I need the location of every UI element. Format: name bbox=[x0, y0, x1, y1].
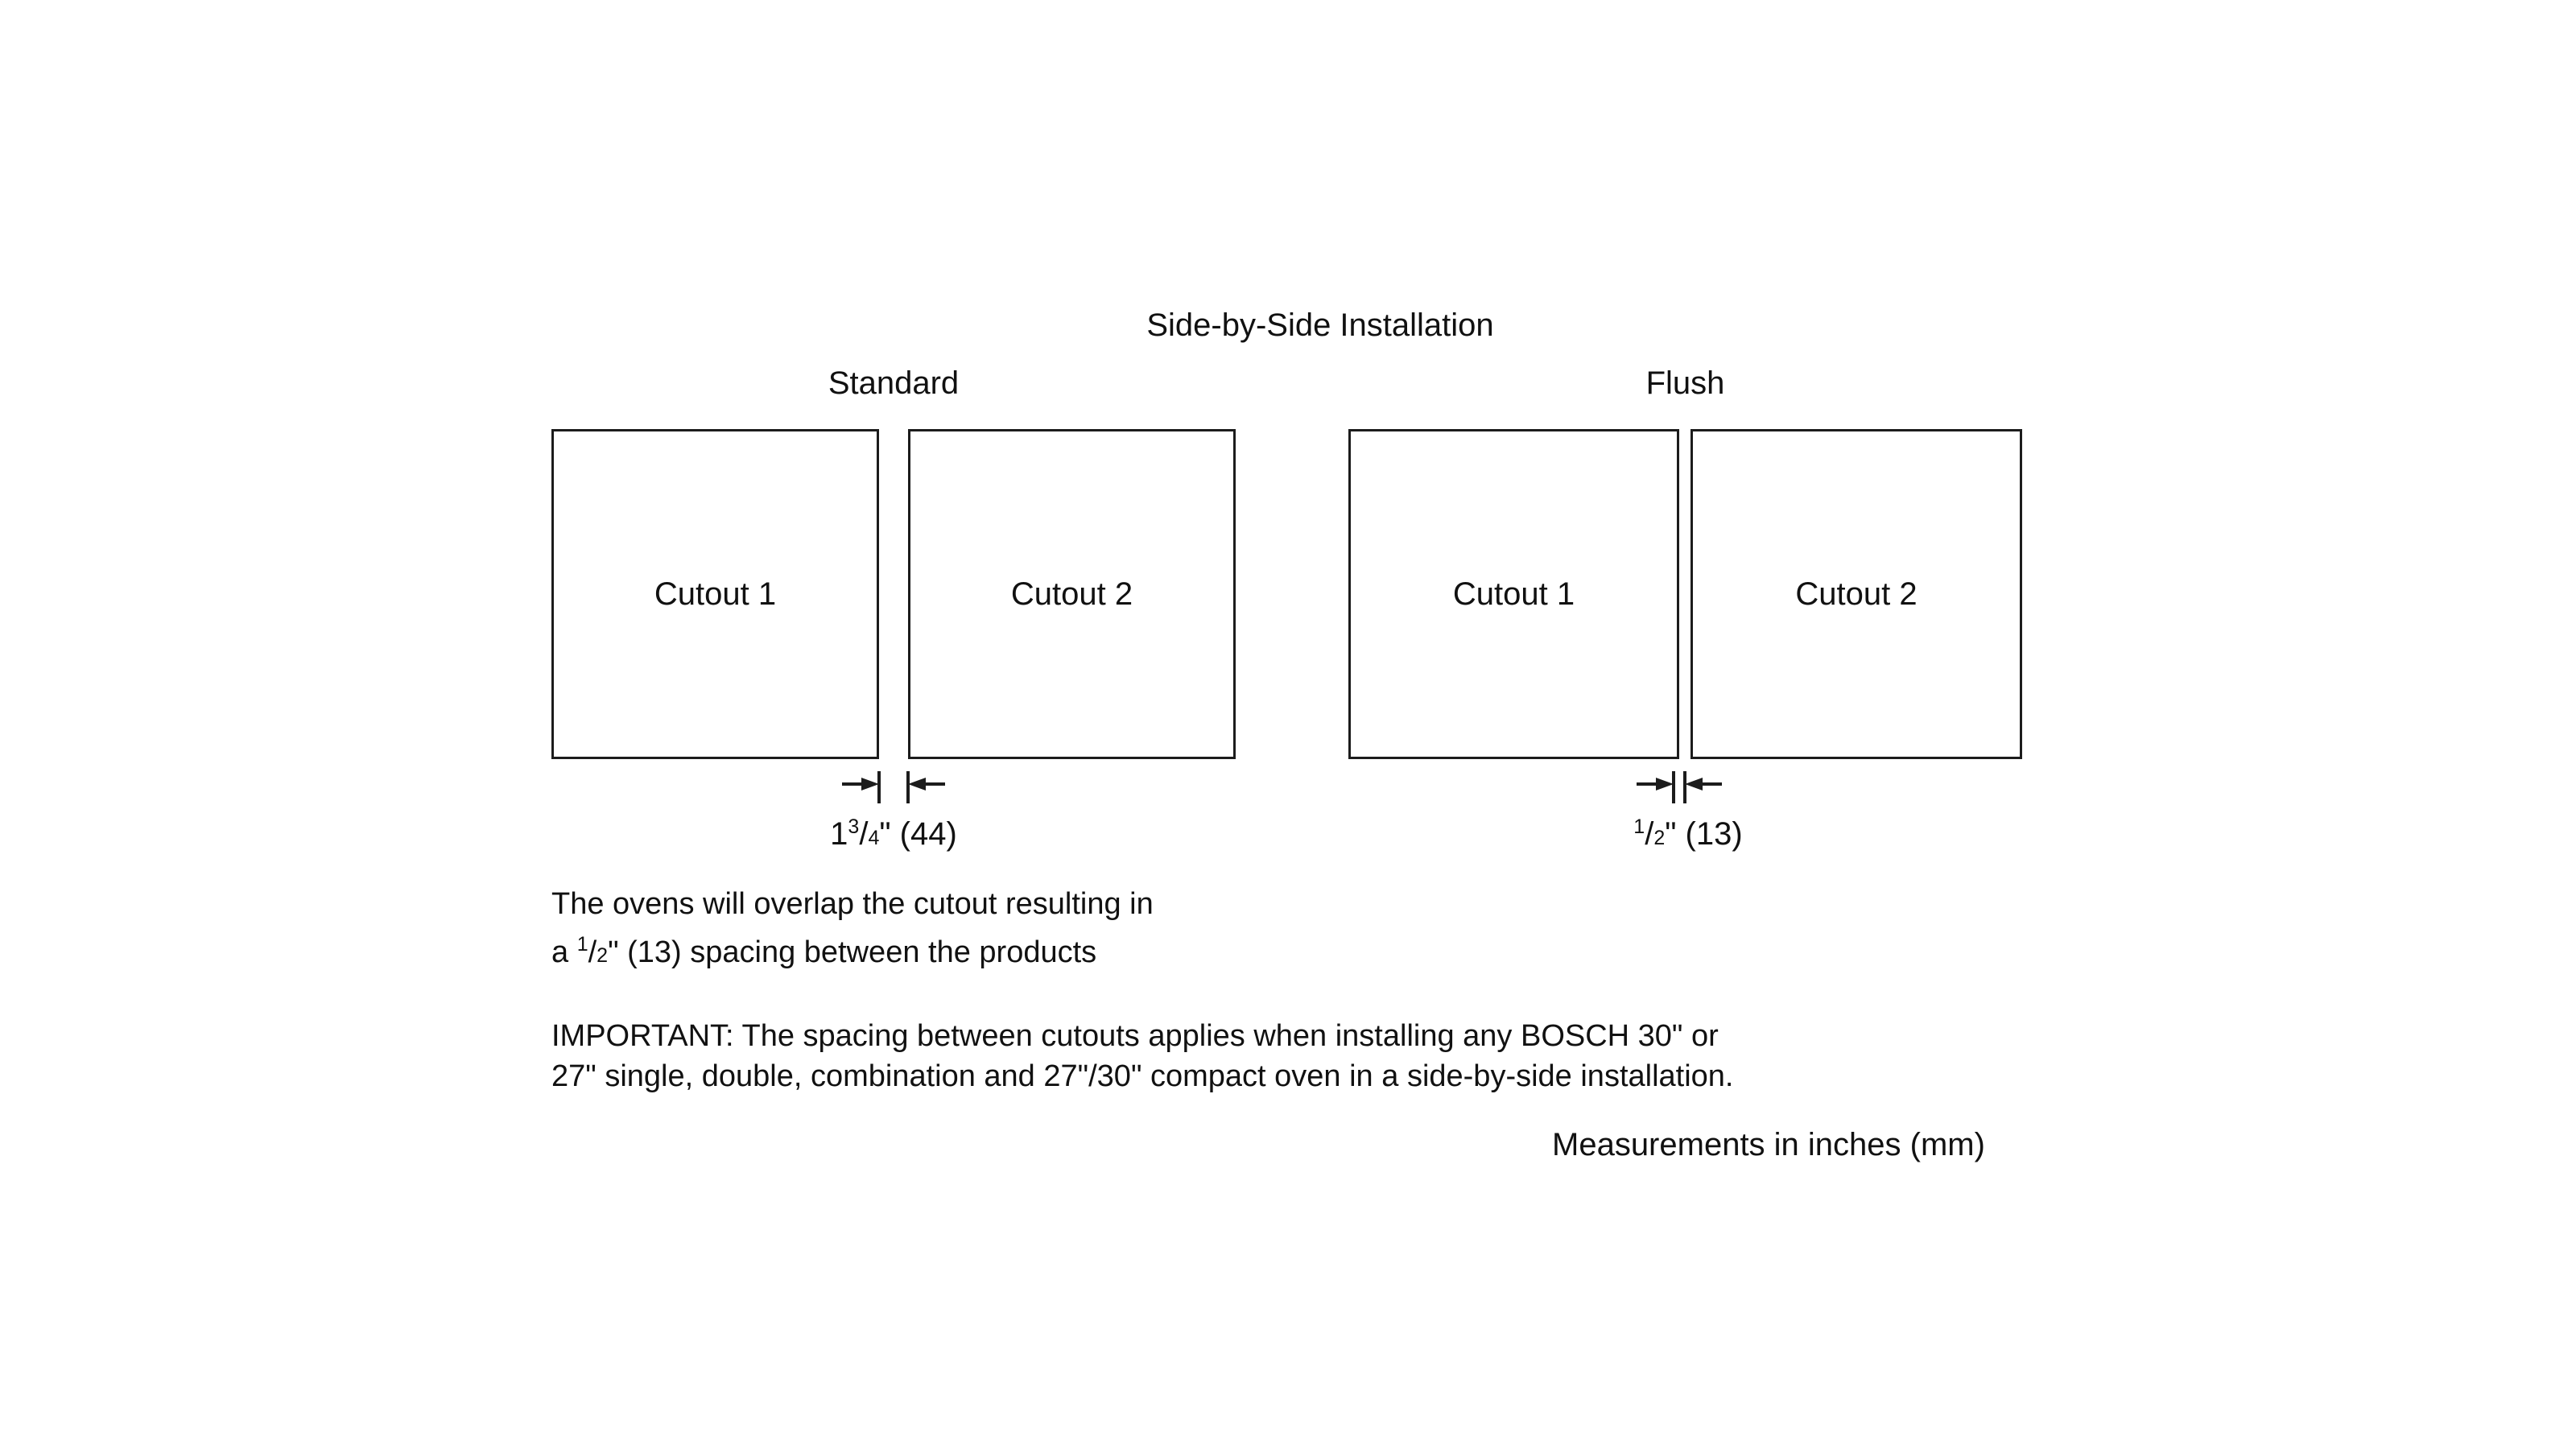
dimension-arrows-standard bbox=[842, 771, 945, 803]
overlap-note: The ovens will overlap the cutout result… bbox=[551, 884, 1437, 976]
standard-cutout-1-label: Cutout 1 bbox=[654, 576, 777, 612]
dimension-slash: / bbox=[1645, 816, 1654, 852]
standard-cutout-2-box: Cutout 2 bbox=[908, 429, 1236, 759]
important-note: IMPORTANT: The spacing between cutouts a… bbox=[551, 1016, 2000, 1096]
overlap-line2-prefix: a bbox=[551, 935, 577, 969]
overlap-fraction-denominator: 2 bbox=[597, 944, 609, 967]
dimension-unit-mm: " (44) bbox=[879, 816, 957, 852]
standard-cutout-1-box: Cutout 1 bbox=[551, 429, 879, 759]
overlap-note-line1: The ovens will overlap the cutout result… bbox=[551, 887, 1154, 921]
flush-cutout-2-box: Cutout 2 bbox=[1690, 429, 2022, 759]
dimension-arrows-flush bbox=[1637, 771, 1722, 803]
section-label-flush: Flush bbox=[1645, 365, 1725, 401]
dimension-numerator: 3 bbox=[848, 815, 860, 838]
arrow-left-icon bbox=[908, 778, 926, 791]
section-label-standard: Standard bbox=[828, 365, 960, 401]
dimension-denominator: 2 bbox=[1653, 827, 1666, 849]
spacing-dimension-flush: 1/2" (13) bbox=[1567, 815, 1809, 853]
overlap-fraction-slash: / bbox=[588, 935, 597, 969]
diagram-title: Side-by-Side Installation bbox=[1146, 308, 1494, 343]
overlap-fraction-numerator: 1 bbox=[576, 933, 588, 956]
arrow-right-icon bbox=[861, 778, 879, 791]
standard-cutout-2-label: Cutout 2 bbox=[1010, 576, 1133, 612]
flush-cutout-1-box: Cutout 1 bbox=[1348, 429, 1679, 759]
dimension-whole: 1 bbox=[830, 816, 848, 852]
dimension-denominator: 4 bbox=[868, 827, 880, 849]
dimension-slash: / bbox=[859, 816, 869, 852]
overlap-note-line2: a 1/2" (13) spacing between the products bbox=[551, 924, 1437, 976]
arrow-left-icon bbox=[1685, 778, 1703, 791]
arrow-right-icon bbox=[1656, 778, 1674, 791]
flush-cutout-1-label: Cutout 1 bbox=[1452, 576, 1575, 612]
overlap-line2-suffix: " (13) spacing between the products bbox=[608, 935, 1097, 969]
flush-cutout-2-label: Cutout 2 bbox=[1795, 576, 1918, 612]
dimension-numerator: 1 bbox=[1633, 815, 1645, 838]
measurement-units-note: Measurements in inches (mm) bbox=[1552, 1127, 1985, 1162]
dimension-unit-mm: " (13) bbox=[1665, 816, 1743, 852]
important-note-line2: 27" single, double, combination and 27"/… bbox=[551, 1059, 1734, 1093]
important-note-line1: IMPORTANT: The spacing between cutouts a… bbox=[551, 1019, 1719, 1053]
spacing-dimension-standard: 13/4" (44) bbox=[773, 815, 1014, 853]
